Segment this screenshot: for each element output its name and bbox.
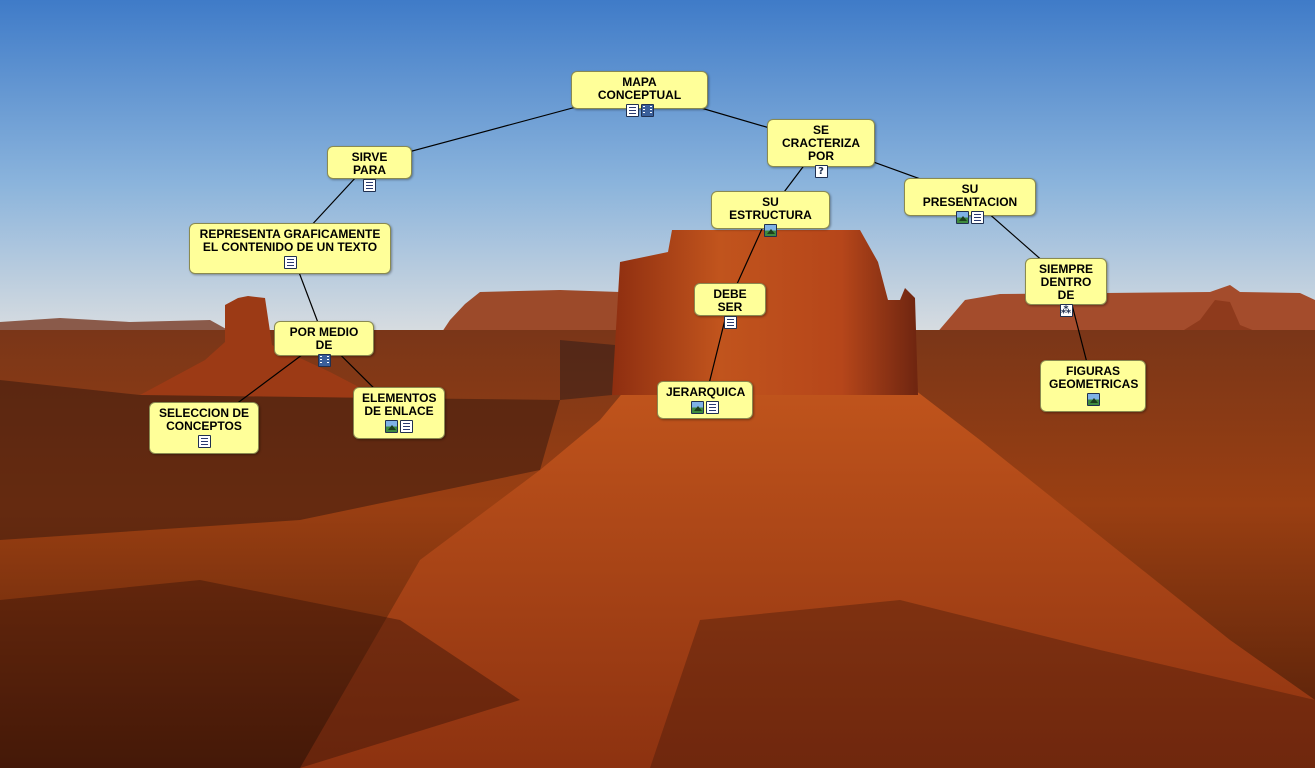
linking-phrase-por-medio-de[interactable]: POR MEDIO DE bbox=[274, 321, 374, 367]
concept-label: DEBE SER bbox=[713, 287, 747, 314]
linking-phrase-debe-ser[interactable]: DEBE SER bbox=[694, 283, 766, 329]
concept-label: ELEMENTOS DE ENLACE bbox=[362, 391, 437, 418]
concept-label: REPRESENTA GRAFICAMENTE EL CONTENIDO DE … bbox=[199, 227, 381, 254]
concept-label: MAPA CONCEPTUAL bbox=[597, 75, 682, 102]
concept-node-seleccion-de-conceptos[interactable]: SELECCION DE CONCEPTOS bbox=[149, 402, 259, 454]
doc-icon[interactable] bbox=[706, 401, 719, 414]
doc-icon[interactable] bbox=[363, 179, 376, 192]
doc-icon[interactable] bbox=[971, 211, 984, 224]
network-icon[interactable] bbox=[1059, 304, 1073, 317]
concept-label: SELECCION DE CONCEPTOS bbox=[158, 406, 249, 433]
concept-label: SIRVE PARA bbox=[351, 150, 388, 177]
image-icon[interactable] bbox=[956, 211, 969, 224]
doc-icon[interactable] bbox=[400, 420, 413, 433]
doc-icon[interactable] bbox=[283, 256, 297, 269]
concept-node-elementos-de-enlace[interactable]: ELEMENTOS DE ENLACE bbox=[353, 387, 445, 439]
concept-node-figuras-geometricas[interactable]: FIGURAS GEOMETRICAS bbox=[1040, 360, 1146, 412]
linking-phrase-sirve-para[interactable]: SIRVE PARA bbox=[327, 146, 412, 192]
video-icon[interactable] bbox=[640, 104, 654, 117]
concept-label: SIEMPRE DENTRO DE bbox=[1038, 262, 1093, 302]
concept-label: JERARQUICA bbox=[666, 385, 746, 399]
image-icon[interactable] bbox=[1086, 393, 1100, 406]
question-icon[interactable] bbox=[814, 165, 828, 178]
linking-phrase-siempre-dentro-de[interactable]: SIEMPRE DENTRO DE bbox=[1025, 258, 1107, 317]
video-icon[interactable] bbox=[317, 354, 331, 367]
doc-icon[interactable] bbox=[625, 104, 639, 117]
concept-node-su-presentacion[interactable]: SU PRESENTACION bbox=[904, 178, 1036, 224]
image-icon[interactable] bbox=[385, 420, 398, 433]
concept-label: SE CRACTERIZA POR bbox=[782, 123, 860, 163]
concept-label: POR MEDIO DE bbox=[289, 325, 359, 352]
concept-node-jerarquica[interactable]: JERARQUICA bbox=[657, 381, 753, 419]
doc-icon[interactable] bbox=[723, 316, 737, 329]
concept-label: FIGURAS GEOMETRICAS bbox=[1049, 364, 1139, 391]
linking-phrase-se-cracteriza-por[interactable]: SE CRACTERIZA POR bbox=[767, 119, 875, 178]
concept-node-su-estructura[interactable]: SU ESTRUCTURA bbox=[711, 191, 830, 237]
image-icon[interactable] bbox=[691, 401, 704, 414]
concept-node-representa-graficamente[interactable]: REPRESENTA GRAFICAMENTE EL CONTENIDO DE … bbox=[189, 223, 391, 274]
concept-label: SU ESTRUCTURA bbox=[729, 195, 812, 222]
concept-node-mapa-conceptual[interactable]: MAPA CONCEPTUAL bbox=[571, 71, 708, 117]
concept-label: SU PRESENTACION bbox=[922, 182, 1018, 209]
image-icon[interactable] bbox=[764, 224, 777, 237]
doc-icon[interactable] bbox=[197, 435, 211, 448]
